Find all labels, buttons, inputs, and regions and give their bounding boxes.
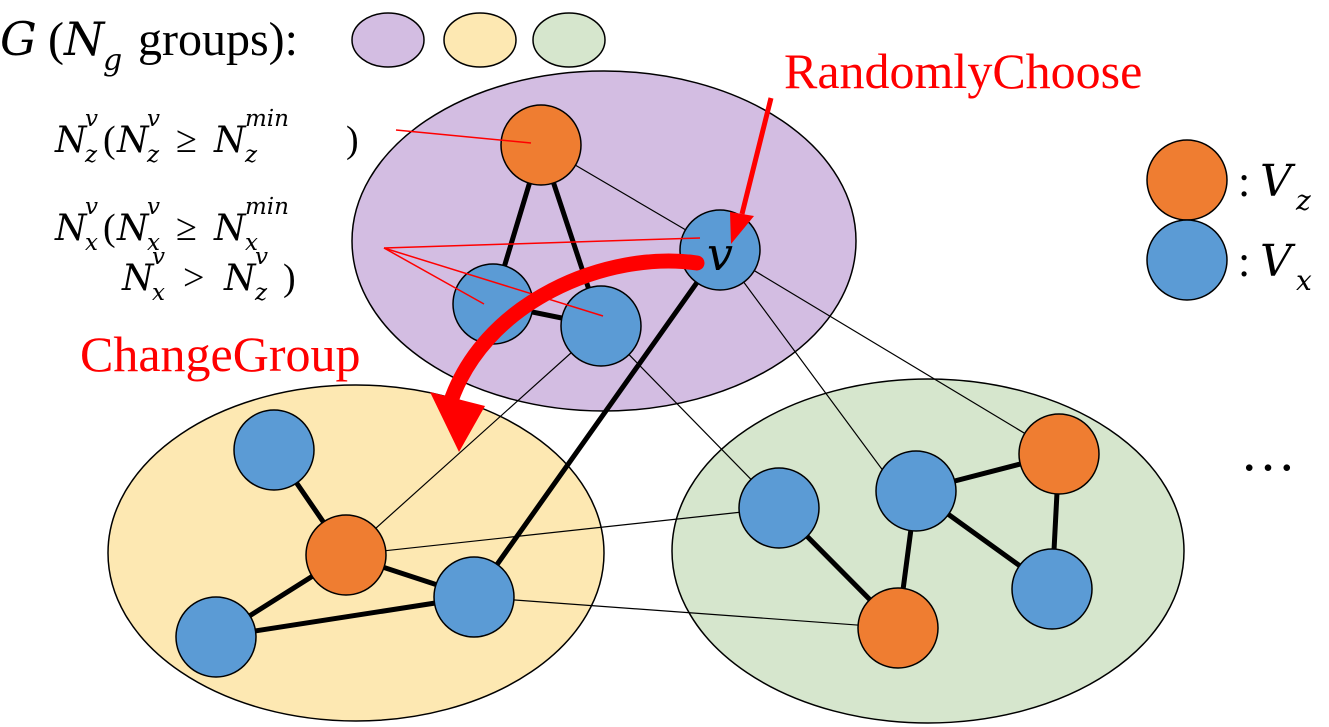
svg-text:≥: ≥ [176, 119, 197, 161]
svg-text:): ) [283, 257, 296, 299]
ellipsis: … [1240, 421, 1296, 483]
svg-text:v x: v x [85, 194, 105, 256]
svg-text:g: g [103, 43, 122, 78]
node-blue [560, 285, 642, 367]
legend-x-V: V [1260, 236, 1296, 287]
svg-text:N: N [116, 208, 150, 249]
pointer-x [383, 237, 701, 249]
svg-text::: : [1238, 157, 1250, 206]
title-groups: groups): [138, 13, 298, 66]
svg-text:min x: min x [245, 194, 296, 256]
pointer-x [383, 247, 485, 305]
legend-z-V: V [1260, 156, 1296, 207]
title-paren: ( [48, 13, 64, 66]
title-sub-g: g [103, 43, 122, 78]
node-blue [738, 467, 820, 549]
annotation-z: N v z ( N v z ≥ N min z ) [54, 106, 359, 168]
svg-text:N: N [223, 258, 257, 299]
node-orange [500, 104, 582, 186]
edge-thin [600, 325, 780, 509]
svg-text:(: ( [103, 207, 116, 249]
node-blue [1011, 548, 1093, 630]
svg-text:v x: v x [147, 194, 167, 256]
title-N: N [63, 12, 106, 66]
svg-text:groups):: groups): [138, 13, 298, 66]
svg-text:v x: v x [152, 244, 172, 306]
pointer-x [383, 247, 604, 317]
edge-thin [719, 249, 1060, 455]
edge-thick [471, 247, 723, 600]
svg-text:(: ( [48, 13, 64, 66]
svg-text::: : [1238, 237, 1250, 286]
title-swatch-yellow [443, 12, 517, 68]
legend-z-colon: : [1238, 157, 1250, 206]
edge-thin [345, 507, 780, 556]
node-v-label: v [707, 227, 733, 281]
edge-thin [345, 325, 602, 556]
legend: : V z : V x [1146, 139, 1312, 301]
node-blue [233, 409, 315, 491]
svg-text:v z: v z [254, 244, 275, 306]
svg-text:N: N [54, 208, 88, 249]
svg-text:N: N [213, 120, 247, 161]
title: G ( N g groups): [0, 12, 298, 78]
legend-x-colon: : [1238, 237, 1250, 286]
svg-text:min z: min z [244, 106, 296, 168]
svg-text:N: N [121, 258, 155, 299]
edge-thin [719, 249, 899, 492]
title-swatch-purple [351, 12, 425, 68]
svg-text:N: N [116, 120, 150, 161]
node-blue [875, 450, 957, 532]
svg-text:): ) [346, 119, 359, 161]
node-blue [175, 596, 257, 678]
node-orange [857, 587, 939, 669]
randomly-choose-arrow [730, 97, 774, 244]
svg-text:>: > [183, 257, 204, 299]
legend-node-blue [1146, 219, 1228, 301]
title-G: G [0, 12, 37, 66]
pointer-z [395, 129, 532, 144]
svg-text:G: G [0, 12, 37, 66]
svg-text:x: x [1296, 264, 1312, 297]
svg-text:(: ( [103, 119, 116, 161]
annotation-pointers [383, 129, 701, 317]
svg-text:N: N [213, 208, 247, 249]
svg-text:N: N [54, 120, 88, 161]
randomly-choose-label: RandomlyChoose [784, 43, 1142, 99]
svg-text:v z: v z [146, 106, 167, 168]
svg-text:N: N [63, 12, 106, 66]
node-orange [305, 514, 387, 596]
legend-node-orange [1146, 139, 1228, 221]
change-group-arrow [430, 253, 705, 452]
group-green [671, 378, 1185, 724]
node-blue [433, 556, 515, 638]
legend-z-sub: z [1295, 184, 1311, 217]
legend-x-sub: x [1296, 264, 1312, 297]
svg-text:≥: ≥ [176, 207, 197, 249]
change-group-label: ChangeGroup [80, 326, 361, 382]
svg-text:v z: v z [84, 106, 105, 168]
annotation-x: N v x ( N v x ≥ N min x N v [54, 194, 296, 306]
svg-text:z: z [1295, 184, 1311, 217]
title-swatch-green [532, 12, 606, 68]
svg-text:V: V [1260, 156, 1296, 207]
edge-thick [213, 594, 477, 640]
svg-text:V: V [1260, 236, 1296, 287]
edge-thin [473, 596, 899, 629]
node-orange [1018, 413, 1100, 495]
